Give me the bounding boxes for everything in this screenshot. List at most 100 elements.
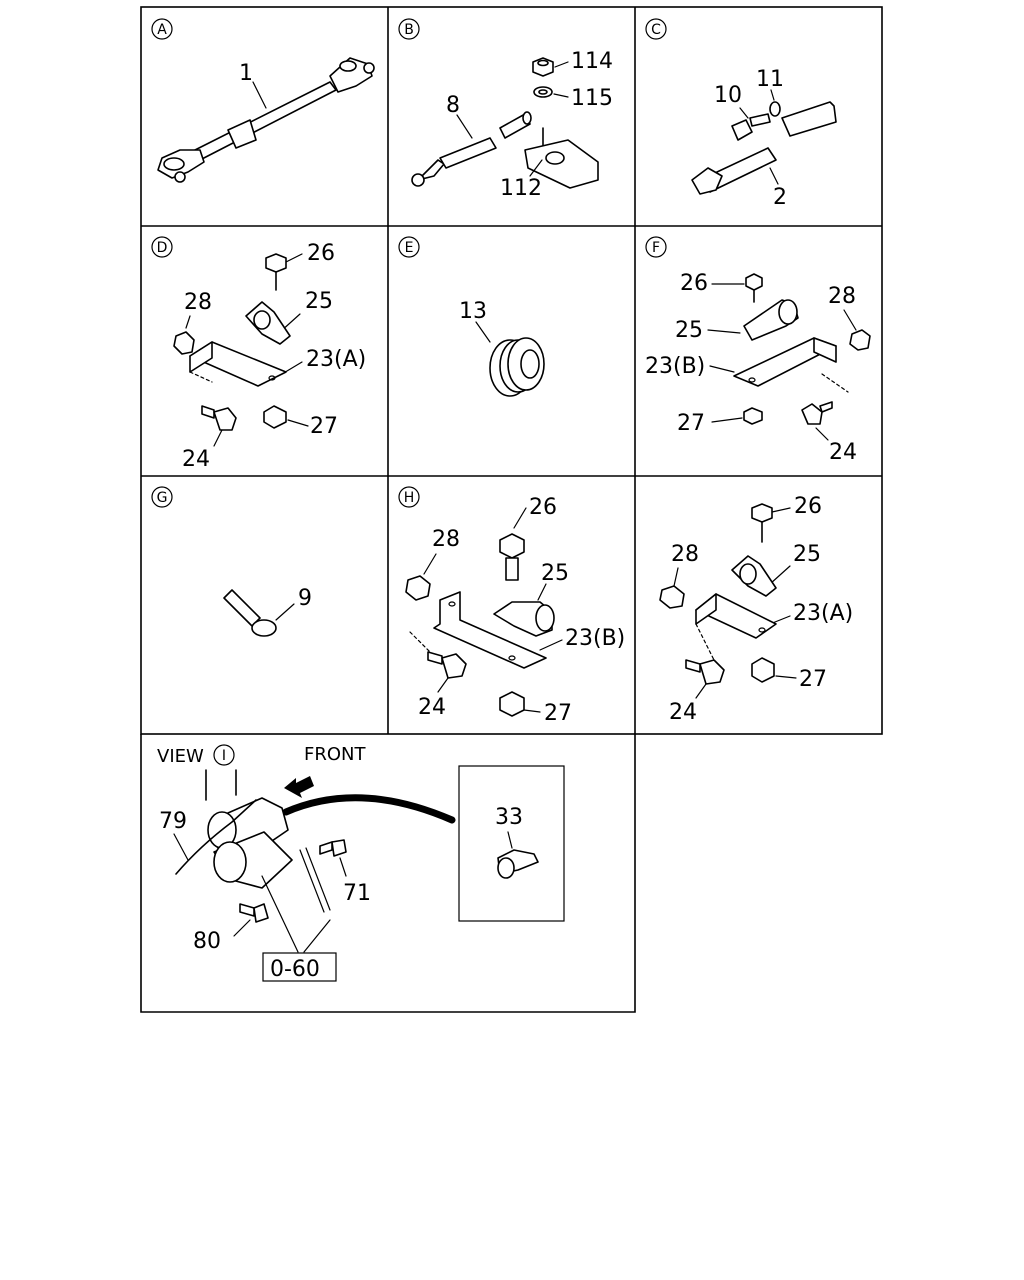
- clamp-25: [743, 299, 799, 341]
- panel-letter-circle: [151, 18, 173, 40]
- svg-text:26: 26: [307, 241, 335, 266]
- terminal-112: [524, 127, 599, 189]
- svg-text:25: 25: [793, 542, 821, 567]
- nut-28: [173, 331, 195, 355]
- svg-text:B: B: [404, 22, 414, 38]
- panel-c: C 11 10 2: [645, 18, 837, 210]
- nut-114: [532, 57, 554, 77]
- bolt-80: [239, 903, 269, 923]
- panel-a: A 1: [151, 18, 375, 183]
- svg-text:C: C: [651, 22, 661, 38]
- svg-text:28: 28: [184, 290, 212, 315]
- svg-text:27: 27: [799, 667, 827, 692]
- svg-text:79: 79: [159, 809, 187, 834]
- svg-text:VIEW: VIEW: [157, 746, 204, 767]
- svg-text:23(B): 23(B): [565, 626, 625, 651]
- svg-text:11: 11: [756, 67, 784, 92]
- svg-text:24: 24: [669, 700, 697, 725]
- part-label: 1: [239, 61, 253, 86]
- nut-27: [263, 405, 287, 429]
- svg-text:25: 25: [675, 318, 703, 343]
- svg-text:26: 26: [529, 495, 557, 520]
- panel-h: H 28 26 25 23(B) 24 27: [398, 486, 625, 726]
- panel-i: 28 26 25 23(A) 24 27: [659, 494, 853, 725]
- svg-text:25: 25: [541, 561, 569, 586]
- plug-33: [497, 849, 539, 879]
- nut-27: [751, 657, 775, 683]
- bolt-24: [201, 405, 237, 431]
- starter-motor: [175, 769, 331, 913]
- bolt-10: [731, 113, 771, 141]
- bracket-23: [189, 341, 287, 387]
- cable-tie-9: [223, 589, 277, 637]
- panel-letter: A: [157, 22, 167, 38]
- nut-28: [849, 329, 871, 351]
- svg-text:80: 80: [193, 929, 221, 954]
- bolt-24: [685, 659, 725, 685]
- svg-text:71: 71: [343, 881, 371, 906]
- bracket-23: [733, 337, 837, 387]
- svg-text:2: 2: [773, 185, 787, 210]
- svg-text:27: 27: [310, 414, 338, 439]
- svg-text:F: F: [652, 240, 660, 256]
- svg-text:FRONT: FRONT: [304, 744, 366, 765]
- svg-text:27: 27: [677, 411, 705, 436]
- svg-text:13: 13: [459, 299, 487, 324]
- svg-text:27: 27: [544, 701, 572, 726]
- svg-text:23(A): 23(A): [306, 347, 366, 372]
- nut-28: [659, 585, 685, 609]
- svg-text:23(B): 23(B): [645, 354, 705, 379]
- nut-27: [743, 407, 763, 425]
- cable-8: [411, 111, 532, 187]
- svg-text:115: 115: [571, 86, 613, 111]
- svg-text:114: 114: [571, 49, 613, 74]
- bolt-26: [745, 273, 763, 303]
- bolt-26: [265, 253, 287, 291]
- panel-e: E 13: [398, 236, 545, 397]
- battery-cable-1: [157, 57, 375, 183]
- nut-27: [499, 691, 525, 717]
- cable-2: [691, 101, 837, 195]
- bolt-24: [801, 401, 833, 425]
- svg-text:E: E: [405, 240, 414, 256]
- bolt-71: [319, 839, 347, 857]
- clamp-25: [245, 301, 291, 345]
- svg-text:28: 28: [828, 284, 856, 309]
- grommet-13: [489, 337, 545, 397]
- bracket-23: [433, 591, 547, 669]
- front-arrow-icon: [284, 776, 314, 798]
- bracket-23: [695, 593, 777, 639]
- svg-text:24: 24: [829, 440, 857, 465]
- bolt-26: [751, 503, 773, 543]
- svg-text:D: D: [157, 240, 168, 256]
- svg-text:10: 10: [714, 83, 742, 108]
- bolt-26: [499, 533, 525, 581]
- washer-115: [533, 86, 553, 98]
- bolt-24: [427, 651, 467, 679]
- svg-text:24: 24: [182, 447, 210, 472]
- svg-text:24: 24: [418, 695, 446, 720]
- svg-text:I: I: [222, 748, 226, 764]
- svg-text:28: 28: [432, 527, 460, 552]
- svg-text:23(A): 23(A): [793, 601, 853, 626]
- svg-text:8: 8: [446, 93, 460, 118]
- reference-box: 0-60: [270, 957, 320, 982]
- svg-text:9: 9: [298, 586, 312, 611]
- svg-text:33: 33: [495, 805, 523, 830]
- panel-grid: [140, 6, 883, 1013]
- clamp-25: [731, 555, 777, 597]
- svg-text:H: H: [404, 490, 415, 506]
- panel-b: B 114 115 8 112: [398, 18, 613, 201]
- svg-text:26: 26: [794, 494, 822, 519]
- svg-text:25: 25: [305, 289, 333, 314]
- svg-text:26: 26: [680, 271, 708, 296]
- panel-f: F 26 28 25 23(B) 27 24: [645, 236, 871, 465]
- clamp-25: [493, 601, 555, 637]
- svg-text:G: G: [157, 490, 168, 506]
- panel-d: D 26 28 25 23(A) 24 27: [151, 236, 366, 472]
- svg-text:28: 28: [671, 542, 699, 567]
- panel-g: G 9: [151, 486, 312, 637]
- panel-view-i: VIEW I FRONT 79 71 80 0-60 33: [157, 744, 565, 982]
- svg-text:112: 112: [500, 176, 542, 201]
